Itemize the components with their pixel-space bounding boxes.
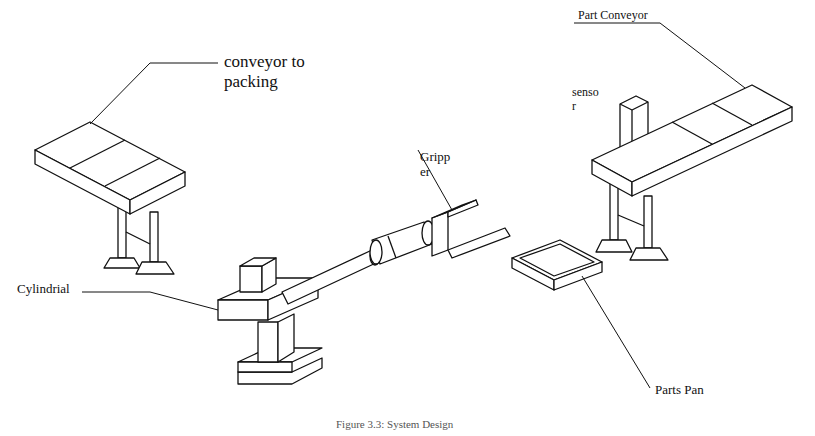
part-label: Part Conveyor [578,9,648,23]
cylindrical-robot [218,221,434,384]
gripper [432,200,510,258]
part-label: Cylindrial [17,282,70,297]
part-label: senso r [572,86,599,114]
part-label: Parts Pan [655,383,704,398]
part-label: Gripp er [420,150,450,180]
figure-caption: Figure 3.3: System Design [336,418,453,430]
leader-lines [82,23,745,388]
part-label: conveyor to packing [224,52,324,91]
parts-pan [512,240,602,290]
part-conveyor [592,85,792,196]
left-conveyor [35,122,185,214]
